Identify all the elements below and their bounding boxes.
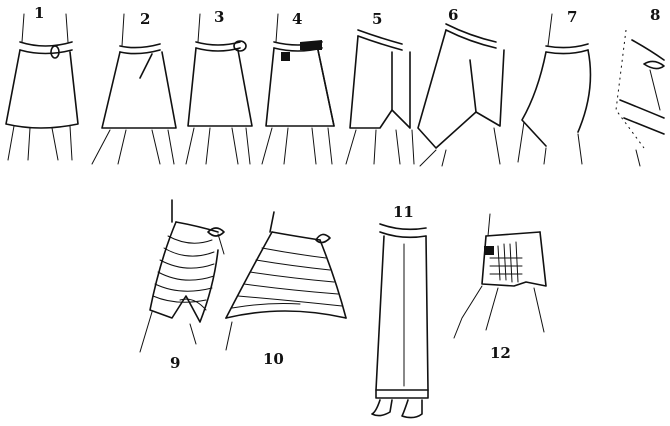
figure-1-kilt — [6, 14, 78, 160]
figure-12-kilt — [454, 214, 546, 338]
figure-5-kilt — [346, 30, 414, 164]
figure-4-kilt — [262, 14, 334, 164]
figure-7-kilt — [518, 14, 590, 164]
figure-label-9: 9 — [170, 356, 180, 371]
figure-label-6: 6 — [448, 8, 458, 23]
figure-8-kilt — [616, 30, 664, 166]
figure-2-kilt — [92, 14, 176, 164]
figure-label-1: 1 — [34, 6, 44, 21]
figure-11-long-kilt — [372, 224, 428, 418]
figure-10-kilt — [226, 212, 346, 350]
figure-label-7: 7 — [567, 10, 577, 25]
figure-label-2: 2 — [140, 12, 150, 27]
figure-label-3: 3 — [214, 10, 224, 25]
figure-label-5: 5 — [372, 12, 382, 27]
figure-label-10: 10 — [263, 352, 284, 367]
figure-3-kilt — [186, 14, 252, 164]
figure-9-kilt — [140, 200, 224, 352]
figure-6-kilt — [418, 24, 504, 166]
figure-label-4: 4 — [292, 12, 302, 27]
figure-label-8: 8 — [650, 8, 660, 23]
figure-label-12: 12 — [490, 346, 511, 361]
figure-label-11: 11 — [393, 205, 414, 220]
